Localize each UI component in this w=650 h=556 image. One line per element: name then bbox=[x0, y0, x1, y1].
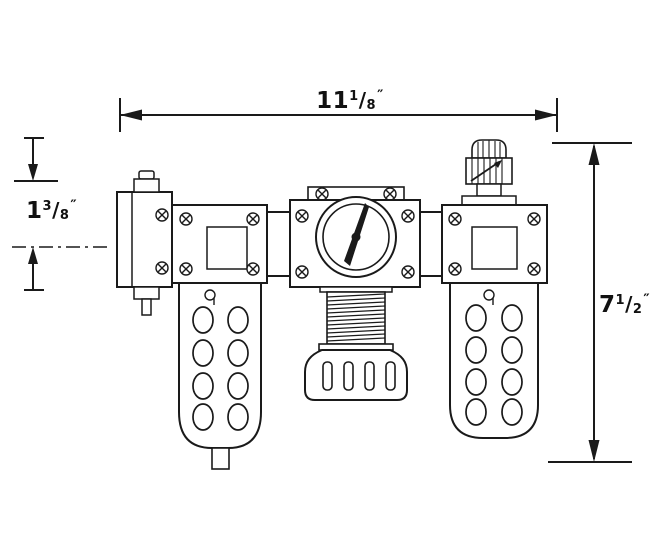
screw-icon bbox=[155, 261, 169, 275]
dimension-whole: 7 bbox=[599, 292, 616, 318]
lubricator-bowl bbox=[449, 282, 539, 439]
dimension-unit: ″ bbox=[70, 198, 78, 214]
up-arrowhead bbox=[28, 247, 38, 264]
connector-block bbox=[266, 211, 292, 277]
right-arrowhead bbox=[535, 109, 557, 121]
screw-icon bbox=[448, 212, 462, 226]
dimension-slash: / bbox=[625, 292, 633, 316]
port-dimension-label: 13/8″ bbox=[26, 198, 77, 224]
screw-icon bbox=[401, 209, 415, 223]
filter-bowl bbox=[178, 282, 262, 449]
height-dimension-label: 71/2″ bbox=[599, 292, 650, 318]
thread-lines bbox=[326, 293, 386, 342]
screw-icon bbox=[295, 265, 309, 279]
dimension-whole: 1 bbox=[26, 198, 43, 224]
lubricator-unit bbox=[441, 139, 548, 439]
screw-icon bbox=[246, 262, 260, 276]
screw-icon bbox=[246, 212, 260, 226]
filter-bowl-holes bbox=[192, 306, 249, 431]
dimension-denominator: 8 bbox=[59, 208, 70, 223]
dimension-slash: / bbox=[52, 198, 60, 222]
width-dimension-label: 111/8″ bbox=[280, 88, 420, 114]
screw-icon bbox=[315, 187, 329, 201]
dimension-denominator: 2 bbox=[632, 302, 643, 317]
filter-unit bbox=[171, 204, 268, 470]
bowl-latch bbox=[204, 289, 216, 301]
left-arrowhead bbox=[120, 109, 142, 121]
inlet-port-block bbox=[116, 170, 173, 316]
screw-icon bbox=[383, 187, 397, 201]
dimension-numerator: 1 bbox=[615, 293, 626, 308]
dimension-numerator: 1 bbox=[349, 89, 359, 104]
down-arrowhead bbox=[588, 440, 600, 462]
dimension-whole: 11 bbox=[316, 88, 350, 114]
height-dimension-line bbox=[548, 142, 632, 463]
width-dimension-line bbox=[119, 98, 558, 132]
dimension-unit: ″ bbox=[643, 292, 650, 308]
screw-icon bbox=[295, 209, 309, 223]
bell-slots bbox=[322, 361, 396, 391]
port-dimension-line bbox=[12, 137, 108, 291]
dimension-slash: / bbox=[358, 88, 367, 112]
screw-icon bbox=[448, 262, 462, 276]
dimension-denominator: 8 bbox=[366, 98, 377, 113]
screw-icon bbox=[155, 208, 169, 222]
bowl-latch bbox=[483, 289, 495, 301]
screw-icon bbox=[527, 262, 541, 276]
screw-icon bbox=[179, 212, 193, 226]
down-arrowhead bbox=[28, 164, 38, 181]
screw-icon bbox=[527, 212, 541, 226]
connector-block bbox=[419, 211, 445, 277]
adjustment-bell bbox=[304, 349, 408, 401]
screw-icon bbox=[179, 262, 193, 276]
screw-icon bbox=[401, 265, 415, 279]
up-arrowhead bbox=[588, 143, 600, 165]
drain-valve bbox=[211, 447, 230, 470]
lubricator-bowl-holes bbox=[465, 304, 523, 426]
dimension-unit: ″ bbox=[377, 88, 384, 104]
gauge-hub bbox=[351, 232, 361, 242]
dimension-numerator: 3 bbox=[42, 199, 53, 214]
regulator-unit bbox=[289, 186, 421, 401]
adjustment-knob bbox=[461, 139, 517, 206]
